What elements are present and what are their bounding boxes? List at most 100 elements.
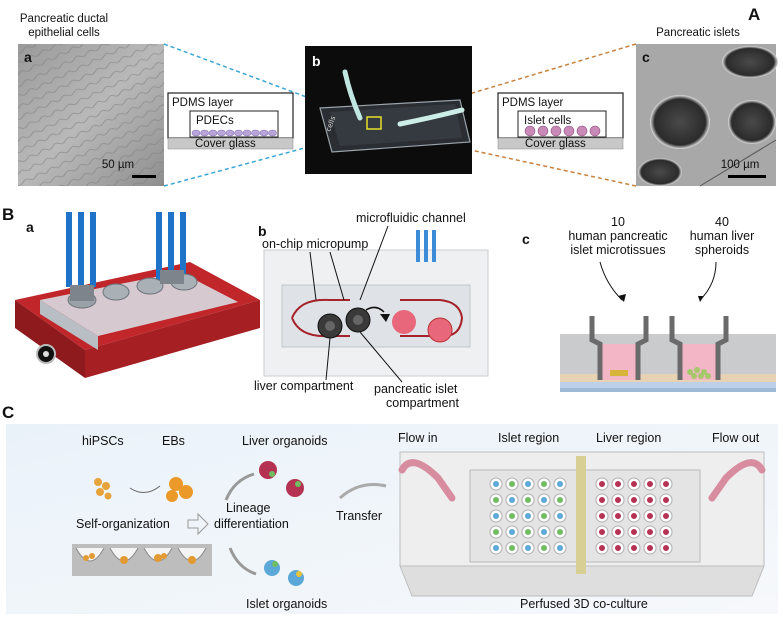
islet-organoid bbox=[493, 513, 499, 519]
islet-organoid bbox=[557, 481, 563, 487]
flow-out-label: Flow out bbox=[712, 431, 760, 445]
lineage-line2: differentiation bbox=[214, 517, 289, 531]
c-title: Pancreatic islets bbox=[656, 27, 740, 39]
arrow-to-lineage bbox=[187, 512, 209, 536]
liver-spheroid bbox=[694, 367, 700, 373]
chip-schematic: microfluidic channel on-chip micropump l… bbox=[254, 211, 489, 410]
right-cells-label: Islet cells bbox=[524, 115, 572, 127]
liver-organoid bbox=[647, 529, 653, 535]
self-org-label: Self-organization bbox=[76, 517, 170, 531]
liver-organoid bbox=[615, 545, 621, 551]
pdec-cell bbox=[259, 129, 269, 137]
chip-photo: b cells bbox=[305, 46, 472, 174]
c-left-line2: human pancreatic bbox=[568, 229, 667, 243]
liver-organoid bbox=[647, 497, 653, 503]
c-left-line1: 10 bbox=[611, 215, 625, 229]
islet-blob-4 bbox=[638, 158, 682, 186]
liver-region-label: Liver region bbox=[596, 431, 661, 445]
liver-spheroid bbox=[698, 373, 704, 379]
liver-organoid bbox=[599, 513, 605, 519]
panel-a: A Pancreatic ductal epithelial cells a 5… bbox=[18, 5, 778, 187]
liver-organoid bbox=[631, 513, 637, 519]
panel-c: C hiPSCs EBs Liver organoids Lineage dif… bbox=[2, 403, 778, 614]
islet-organoid bbox=[541, 529, 547, 535]
liver-organoid bbox=[663, 529, 669, 535]
b-b-sub-label: b bbox=[258, 223, 267, 239]
liver-spheroid bbox=[687, 369, 693, 375]
liver-organoid bbox=[599, 497, 605, 503]
b-c-sub-label: c bbox=[522, 231, 530, 247]
coculture-caption: Perfused 3D co-culture bbox=[520, 597, 648, 611]
zoom-line-right-top bbox=[378, 43, 637, 122]
outlet-tube bbox=[708, 459, 766, 502]
islet-organoid bbox=[509, 513, 515, 519]
liver-spheroids bbox=[687, 367, 711, 379]
liver-organoid bbox=[615, 529, 621, 535]
islet-organoid bbox=[493, 481, 499, 487]
transfer-arrow bbox=[338, 483, 387, 500]
right-glass-label: Cover glass bbox=[525, 138, 586, 150]
arrow-to-ebs bbox=[129, 485, 161, 493]
liver-organoid bbox=[631, 497, 637, 503]
arrow-to-liver bbox=[224, 472, 255, 501]
coculture-device bbox=[398, 451, 766, 597]
ebs-label: EBs bbox=[162, 434, 185, 448]
islet-organoid bbox=[525, 545, 531, 551]
eb-cluster bbox=[166, 477, 193, 502]
islet-region-label: Islet region bbox=[498, 431, 559, 445]
pdec-cell bbox=[234, 129, 243, 137]
liver-organoid bbox=[663, 481, 669, 487]
islet-organoid bbox=[525, 497, 531, 503]
right-pdms-label: PDMS layer bbox=[502, 97, 564, 109]
liver-organoid bbox=[663, 545, 669, 551]
liver-organoid bbox=[647, 481, 653, 487]
islet-cell bbox=[524, 125, 536, 137]
islet-cell bbox=[550, 125, 562, 137]
a-title-line2: epithelial cells bbox=[28, 27, 100, 39]
islet-organoid bbox=[541, 513, 547, 519]
liver-organoid bbox=[615, 481, 621, 487]
c-sub-label: c bbox=[642, 49, 650, 65]
b-sub-label: b bbox=[312, 53, 321, 69]
microwell-plate bbox=[72, 544, 212, 576]
c-scale-bar bbox=[728, 175, 766, 178]
pdec-cell bbox=[251, 129, 260, 137]
islet-cell bbox=[537, 125, 549, 137]
islet-organoid bbox=[541, 481, 547, 487]
islet-organoid bbox=[557, 529, 563, 535]
liver-organoid bbox=[599, 529, 605, 535]
liver-compartment-label: liver compartment bbox=[254, 379, 354, 393]
liver-organoid-icons bbox=[259, 461, 304, 497]
liver-organoid bbox=[647, 545, 653, 551]
panel-b-label: B bbox=[2, 205, 14, 224]
islet-organoid-icons bbox=[264, 560, 304, 586]
lineage-line1: Lineage bbox=[226, 501, 271, 515]
pdec-cell bbox=[191, 129, 201, 137]
islet-organoid bbox=[541, 497, 547, 503]
a-scale-text: 50 µm bbox=[102, 159, 134, 171]
liver-organoid bbox=[599, 545, 605, 551]
pdec-cell bbox=[242, 129, 252, 137]
a-title-line1: Pancreatic ductal bbox=[20, 13, 108, 25]
c-left-line3: islet microtissues bbox=[570, 243, 665, 257]
islet-cell bbox=[589, 125, 601, 137]
hipscs-label: hiPSCs bbox=[82, 434, 124, 448]
islet-organoid bbox=[525, 529, 531, 535]
liver-organoid bbox=[647, 513, 653, 519]
liver-spheroid bbox=[691, 373, 697, 379]
panel-c-label: C bbox=[2, 403, 14, 422]
islet-organoid bbox=[493, 545, 499, 551]
panel-b: B a b bbox=[2, 205, 776, 410]
pdec-cell bbox=[200, 129, 209, 137]
liver-organoid bbox=[663, 497, 669, 503]
pdec-cell bbox=[268, 129, 277, 137]
liver-organoid bbox=[599, 481, 605, 487]
islet-compartment-line2: compartment bbox=[386, 396, 459, 410]
islet-layer-diagram: PDMS layer Islet cells Cover glass bbox=[497, 92, 624, 150]
islet-organoid bbox=[525, 513, 531, 519]
pdec-layer-diagram: PDMS layer PDECs Cover glass bbox=[167, 92, 294, 150]
pdec-cell bbox=[225, 129, 235, 137]
liver-organoid bbox=[631, 529, 637, 535]
pdec-micrograph: a 50 µm bbox=[18, 44, 164, 186]
islet-organoid bbox=[557, 513, 563, 519]
